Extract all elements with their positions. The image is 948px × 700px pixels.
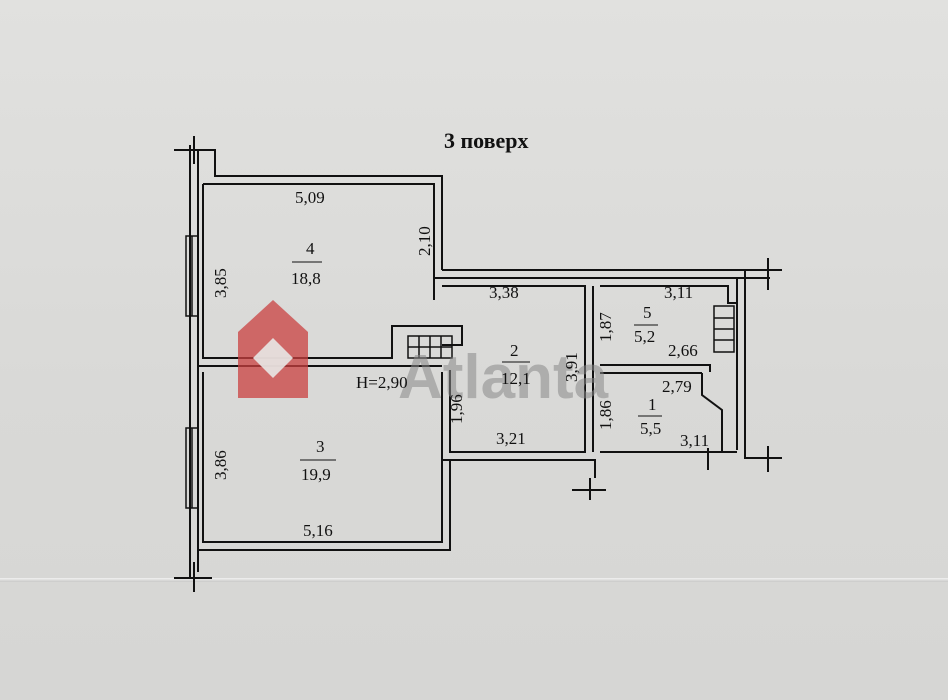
room2-area: 12,1 <box>501 369 531 388</box>
room1-number: 1 <box>648 395 657 414</box>
room1-left-dim: 1,86 <box>596 400 615 430</box>
room5-left-dim: 1,87 <box>596 312 615 342</box>
vent-block-right <box>713 305 735 353</box>
room3-height-dim: 3,86 <box>211 450 230 480</box>
wall-divider <box>600 364 711 374</box>
room5-top-dim: 3,11 <box>664 283 693 302</box>
paper-crease <box>0 578 948 582</box>
wall-outer-left <box>189 145 199 578</box>
wall-outer-right <box>736 270 770 459</box>
room1-bottom-dim: 3,11 <box>680 431 709 450</box>
wall-corridor-top <box>434 269 770 279</box>
room3-area: 19,9 <box>301 465 331 484</box>
room5-bottom-dim: 2,66 <box>668 341 698 360</box>
wall-room1 <box>600 373 737 453</box>
room4-area: 18,8 <box>291 269 321 288</box>
ceiling-height: H=2,90 <box>356 373 408 392</box>
wall-room5 <box>592 285 737 452</box>
room5-number: 5 <box>643 303 652 322</box>
wall-room2 <box>442 285 596 478</box>
room1-top-dim: 2,79 <box>662 377 692 396</box>
room4-side-dim: 2,10 <box>415 226 434 256</box>
windows <box>185 235 199 509</box>
room4-height-dim: 3,85 <box>211 268 230 298</box>
vent-block-center <box>407 335 453 359</box>
room1-area: 5,5 <box>640 419 661 438</box>
wall-notch <box>580 448 778 491</box>
watermark-logo <box>238 300 308 398</box>
room2-right-dim: 3,91 <box>562 352 581 382</box>
wall-room4-box <box>202 184 463 359</box>
room2-top-dim: 3,38 <box>489 283 519 302</box>
room5-area: 5,2 <box>634 327 655 346</box>
floor-title: 3 поверх <box>444 128 529 153</box>
room2-bottom-dim: 3,21 <box>496 429 526 448</box>
axis-marks <box>174 136 782 592</box>
room2-left-dim: 1,96 <box>447 394 466 424</box>
room4-number: 4 <box>306 239 315 258</box>
watermark-text: Atlanta <box>398 343 609 412</box>
room3-width: 5,16 <box>303 521 333 540</box>
room3-number: 3 <box>316 437 325 456</box>
room4-width: 5,09 <box>295 188 325 207</box>
room2-number: 2 <box>510 341 519 360</box>
